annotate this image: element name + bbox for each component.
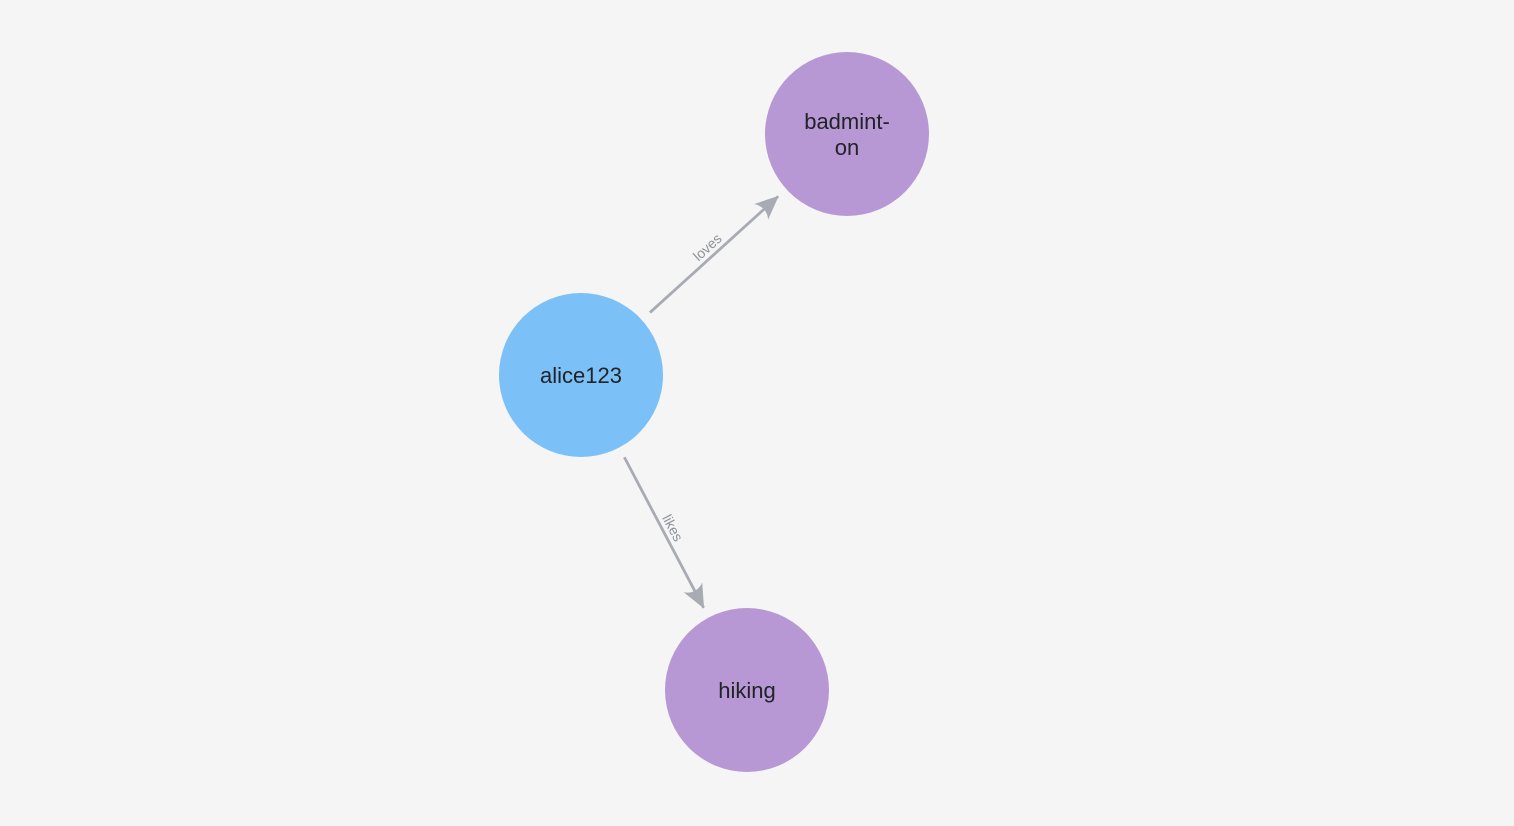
node-badminton[interactable]: badmint-on xyxy=(765,52,929,216)
node-alice123[interactable]: alice123 xyxy=(499,293,663,457)
edge-line-likes[interactable] xyxy=(623,456,705,609)
edge-line-loves[interactable] xyxy=(648,195,780,314)
node-circle-hiking[interactable] xyxy=(665,608,829,772)
edge-likes[interactable]: likes xyxy=(623,456,705,609)
node-circle-alice123[interactable] xyxy=(499,293,663,457)
edge-loves[interactable]: loves xyxy=(648,195,780,314)
edge-label-likes: likes xyxy=(659,512,686,544)
node-hiking[interactable]: hiking xyxy=(665,608,829,772)
node-circle-badminton[interactable] xyxy=(765,52,929,216)
